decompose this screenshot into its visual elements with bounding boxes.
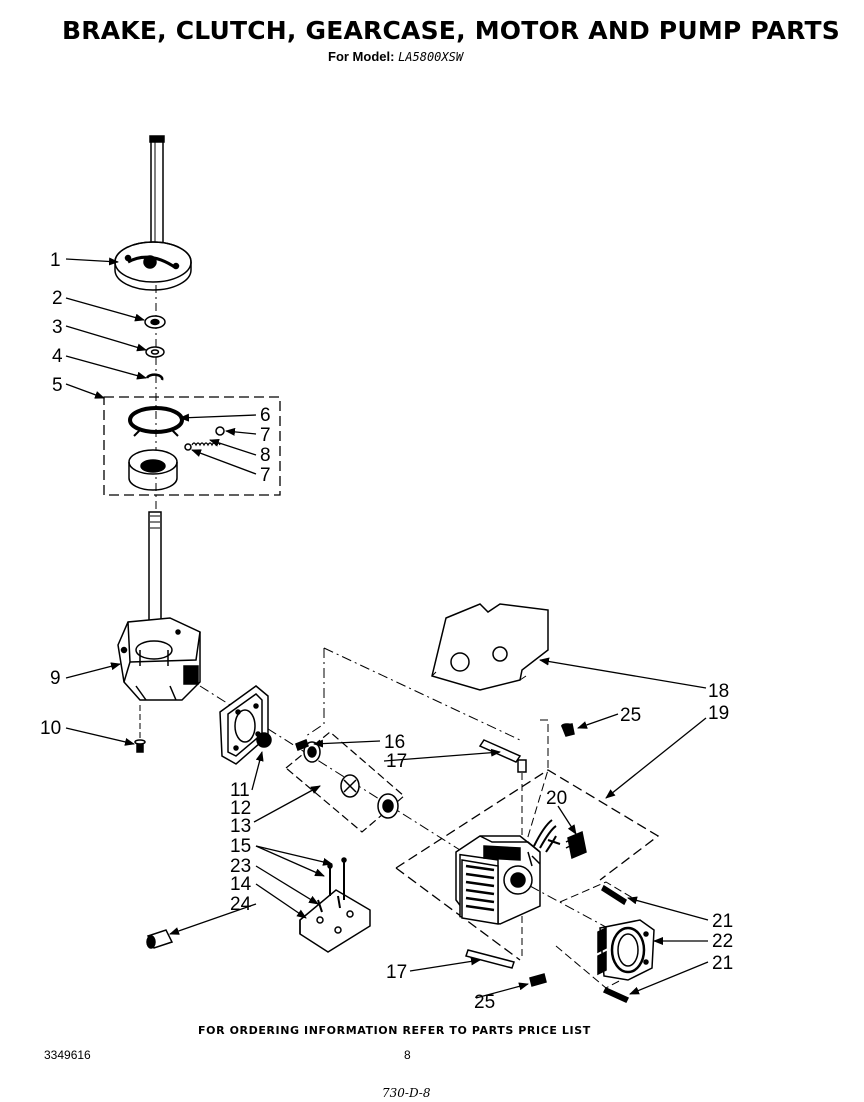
part-13-pulleys [303, 741, 399, 819]
callout-8: 8 [260, 445, 271, 466]
part-14-bracket [299, 889, 371, 953]
part-2-washer [144, 315, 166, 329]
callout-10: 10 [40, 718, 61, 739]
leader-7a [225, 427, 257, 436]
leader-24 [169, 903, 257, 935]
page-number: 8 [404, 1048, 411, 1062]
part-3-washer [145, 346, 165, 358]
callout-19: 19 [708, 703, 729, 724]
leader-18 [539, 657, 707, 689]
part-11-12-pump-cover [219, 685, 272, 765]
part-10-screw [134, 705, 146, 753]
leader-15a [255, 845, 333, 866]
callout-18: 18 [708, 681, 729, 702]
model-number: LA5800XSW [398, 50, 464, 64]
part-21-screws [601, 884, 630, 1003]
part-18-shield [431, 603, 549, 691]
leader-11-12 [251, 751, 264, 791]
callout-11: 11 [230, 780, 250, 801]
page-title: BRAKE, CLUTCH, GEARCASE, MOTOR AND PUMP … [62, 16, 840, 45]
leader-19 [605, 717, 707, 799]
callout-24: 24 [230, 894, 252, 915]
part-5-brake-assembly-box [103, 396, 281, 496]
part-16-screw [295, 739, 309, 751]
callout-20: 20 [546, 788, 567, 809]
leader-4 [65, 355, 147, 380]
leader-13 [253, 785, 321, 823]
leader-25a [577, 713, 619, 729]
leader-16 [313, 739, 381, 748]
leader-20 [557, 805, 577, 835]
part-4-retaining-ring [145, 373, 164, 381]
part-20-switch [565, 830, 587, 860]
model-line: For Model: LA5800XSW [328, 49, 463, 64]
part-9-gearcase [117, 511, 201, 701]
callout-21a: 21 [712, 911, 733, 932]
callout-25b: 25 [474, 992, 495, 1013]
leader-5 [65, 383, 105, 399]
callout-21b: 21 [712, 953, 733, 974]
part-17-lower-rod [465, 949, 515, 969]
callout-3: 3 [52, 317, 63, 338]
leader-6 [179, 413, 257, 422]
callout-22: 22 [712, 931, 733, 952]
callout-25a: 25 [620, 705, 641, 726]
part-19-motor [455, 819, 561, 925]
part-7-brake-drum [128, 449, 178, 491]
callout-13: 13 [230, 816, 251, 837]
part-1-shaft-cam [114, 135, 192, 291]
leader-21b [629, 961, 709, 995]
leader-8 [209, 438, 257, 456]
handwritten-code: 730-D-8 [382, 1086, 431, 1100]
part-7-8-spring [184, 426, 225, 451]
part-19-motor-box [395, 769, 660, 881]
callout-16: 16 [384, 732, 405, 753]
callout-15: 15 [230, 836, 251, 857]
leader-23 [255, 865, 319, 905]
part-25-upper-screw [560, 723, 575, 737]
callout-9: 9 [50, 668, 61, 689]
callout-12: 12 [230, 798, 251, 819]
leader-1 [65, 257, 119, 266]
leader-17b [409, 957, 481, 972]
callout-7a: 7 [260, 425, 271, 446]
leader-14 [255, 883, 307, 919]
leader-3 [65, 325, 147, 352]
leader-15b [255, 845, 325, 877]
callout-1: 1 [50, 250, 61, 271]
leader-10 [65, 727, 135, 746]
part-24-fitting [146, 929, 174, 949]
callout-4: 4 [52, 346, 63, 367]
model-label: For Model: [328, 49, 395, 64]
callout-7b: 7 [260, 465, 271, 486]
ordering-note: FOR ORDERING INFORMATION REFER TO PARTS … [198, 1024, 591, 1037]
leader-25b [475, 982, 529, 999]
leader-21a [627, 896, 709, 921]
leader-2 [65, 297, 145, 322]
document-part-number: 3349616 [44, 1048, 91, 1062]
callout-14: 14 [230, 874, 252, 895]
part-22-pump [597, 919, 655, 981]
leader-17a [383, 748, 501, 762]
leader-7b [191, 449, 257, 475]
leader-9 [65, 662, 121, 679]
callout-2: 2 [52, 288, 63, 309]
callout-17b: 17 [386, 962, 407, 983]
callout-6: 6 [260, 405, 271, 426]
callout-5: 5 [52, 375, 63, 396]
callout-17a: 17 [386, 751, 407, 772]
callout-23: 23 [230, 856, 251, 877]
part-25-lower-screw [529, 973, 547, 987]
